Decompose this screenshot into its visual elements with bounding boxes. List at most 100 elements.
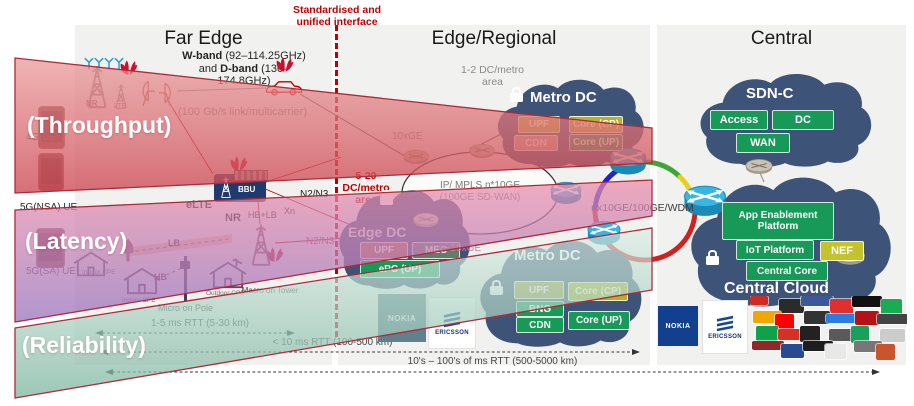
metro-dc-top-title: Metro DC (530, 89, 597, 106)
n2-n3-label-upper: N2/N3 (300, 189, 329, 200)
ericsson-logo-central: ERICSSON (702, 300, 748, 354)
rru-unit-icon (234, 170, 268, 181)
core-router-icon (745, 158, 773, 175)
reliability-band-label: (Reliability) (22, 332, 146, 358)
hb-lb-label: HB+LB (248, 210, 277, 220)
upf-badge-top: UPF (518, 116, 560, 133)
mpls-router-icon (413, 212, 439, 228)
lb-label: LB (168, 238, 180, 248)
rtt-label-3: 10's – 100's of ms RTT (500-5000 km) (407, 356, 578, 367)
micro-pole-box (180, 261, 190, 269)
cdn-badge-top: CDN (514, 135, 558, 151)
app-tile (779, 299, 804, 313)
app-tile (855, 311, 879, 325)
app-tile (830, 299, 853, 314)
edge-dc-title: Edge DC (348, 224, 407, 240)
micro-on-pole-label: Micro on Pole (158, 303, 214, 313)
app-tile (852, 296, 882, 307)
macro-tower-icon (251, 224, 271, 266)
app-tile (781, 344, 804, 358)
far-edge-title: Far Edge (164, 28, 243, 49)
app-tile (750, 296, 768, 305)
bbu-tower-icon (221, 177, 231, 199)
iot-platform-badge: IoT Platform (736, 240, 814, 260)
car-icon (265, 81, 303, 96)
app-tile (778, 329, 807, 340)
sdn-c-title: SDN-C (746, 85, 794, 102)
app-tile (829, 329, 856, 341)
access-badge: Access (710, 110, 768, 130)
10xge-link-label: 10xGE (392, 131, 423, 142)
app-tile (803, 341, 833, 351)
app-tile (801, 296, 833, 306)
upf-badge-bottom: UPF (514, 281, 564, 299)
core-up-badge-top: Core (UP) (569, 134, 623, 151)
app-tile (881, 299, 902, 315)
nef-badge: NEF (820, 241, 864, 261)
xn-label: Xn (284, 206, 296, 216)
nx10xge-link-label: nx10xGE (440, 243, 482, 254)
core-cp-badge-top: Core (CP) (569, 116, 623, 133)
5g-nsa-ue-phone (38, 153, 64, 191)
nr-tower-label: NR (86, 99, 98, 108)
ericsson-logo-edge: ERICSSON (428, 297, 476, 349)
metro-dc-bottom-title: Metro DC (514, 247, 581, 264)
nokia-logo-central: NOKIA (658, 306, 698, 346)
ericsson-bars-icon (443, 311, 461, 327)
lte-tower-label: LTE (114, 103, 127, 110)
rtt-label-1: 1-5 ms RTT (5-30 km) (151, 318, 249, 329)
edge-regional-title: Edge/Regional (431, 28, 557, 49)
cdn-badge-bottom: CDN (516, 317, 564, 333)
dc-badge: DC (772, 110, 834, 130)
app-tile (854, 341, 882, 352)
huawei-logo-icon (120, 60, 138, 75)
core-cp-badge-bottom: Core (CP) (568, 282, 628, 301)
app-tile (876, 344, 895, 360)
bbu-label: BBU (238, 185, 256, 194)
central-cloud-title: Central Cloud (724, 280, 829, 297)
macro-on-tower-label: Macro on Tower (241, 286, 299, 295)
ring-capacity-label: nx10GE/100GE/WDM (591, 202, 694, 214)
app-tile (851, 326, 869, 343)
app-tile (804, 311, 830, 324)
app-tile (800, 326, 820, 342)
app-tile (753, 311, 781, 323)
app-tile (756, 326, 778, 341)
central-title: Central (750, 28, 813, 49)
app-tile (752, 341, 784, 350)
app-tile (775, 314, 794, 331)
microwave-dish-icon (142, 80, 172, 107)
mpls-router-icon (403, 149, 429, 165)
upf-badge-edge: UPF (360, 242, 408, 259)
indoor-cpe-label-2: Indoor CPE (122, 297, 156, 304)
central-core-badge: Central Core (746, 261, 828, 281)
core-up-badge-bottom: Core (UP) (568, 311, 630, 330)
latency-band-label: (Latency) (25, 228, 128, 254)
elte-label: eLTE (186, 199, 213, 211)
app-tile (880, 329, 905, 342)
5g-nsa-ue-label: 5G(NSA) UE (20, 202, 78, 213)
n2-n3-label-lower: N2/N3 (306, 236, 335, 247)
huawei-logo-icon (276, 57, 294, 72)
lock-icon (510, 87, 523, 102)
5g-sa-ue-label: 5G(SA) UE (26, 266, 77, 277)
app-tile (877, 314, 907, 324)
epc-up-badge-edge: ePC (UP) (360, 260, 440, 278)
nokia-logo-edge: NOKIA (378, 294, 426, 342)
mpls-router-icon (469, 143, 495, 159)
router-icon-bottom (586, 220, 622, 246)
app-tile (826, 314, 859, 323)
app-tile (825, 344, 846, 359)
app-enablement-badge: App Enablement Platform (722, 202, 834, 240)
throughput-band-label: (Throughput) (27, 112, 172, 138)
wan-badge: WAN (736, 133, 790, 153)
bng-badge-bottom: BNG (516, 301, 564, 317)
lock-icon (380, 190, 393, 205)
lock-icon (706, 250, 719, 265)
app-collage (750, 296, 907, 360)
hb-label: HB (154, 272, 167, 282)
lock-icon (490, 280, 503, 295)
ericsson-bars-icon (716, 315, 734, 331)
